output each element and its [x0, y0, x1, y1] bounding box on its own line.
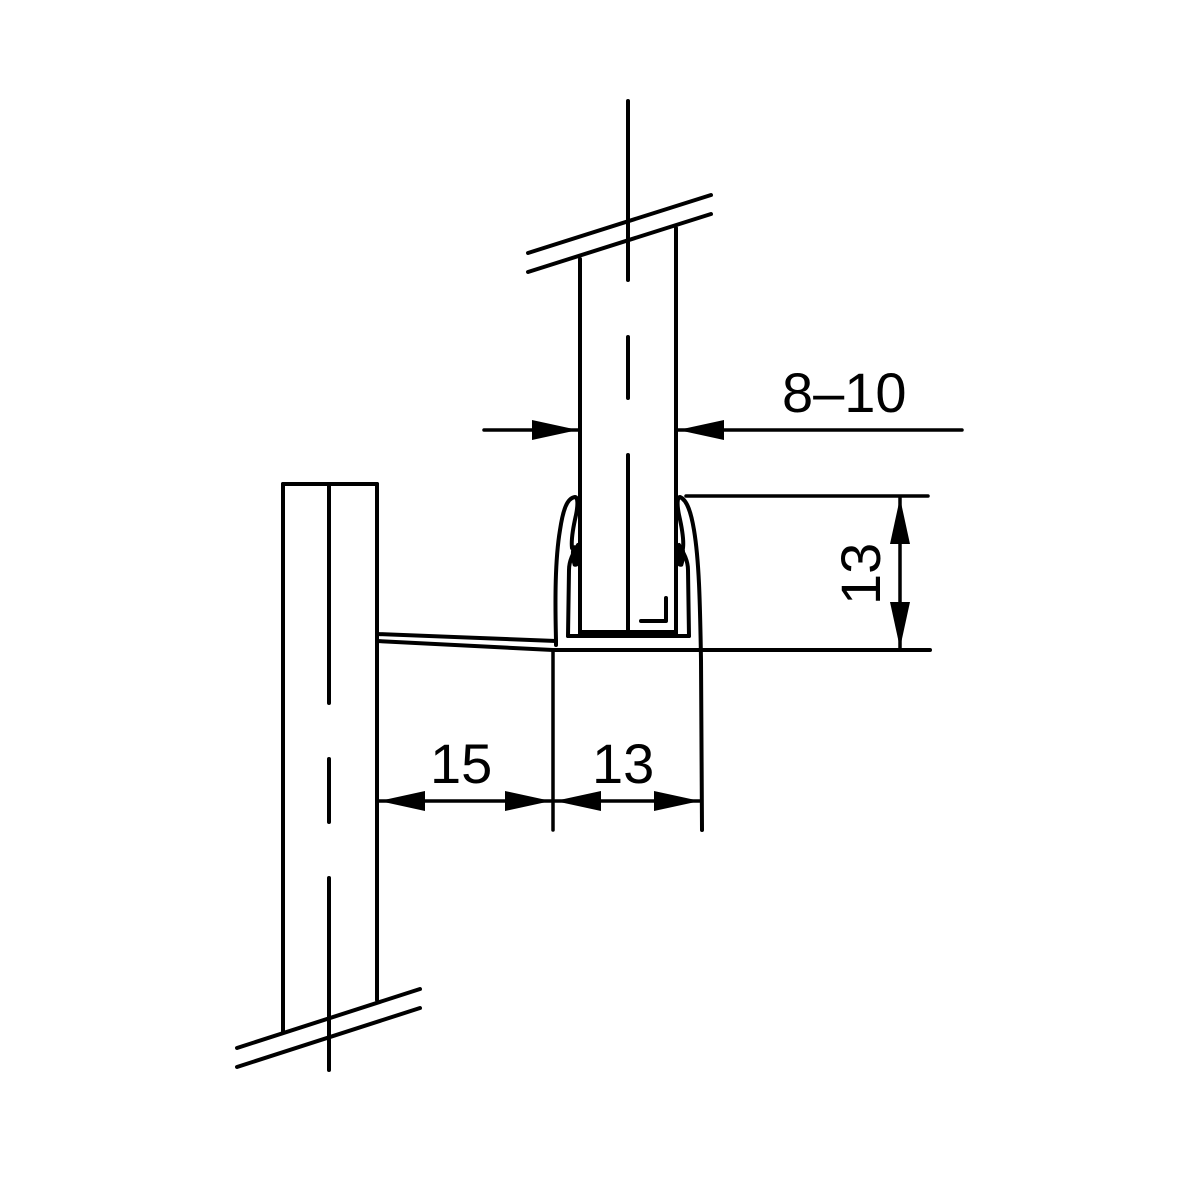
profile-outer-left [553, 495, 580, 647]
arrow-left-icon [555, 791, 601, 811]
dimension-profile-height: 13 [684, 494, 930, 650]
arrow-right-icon [532, 420, 578, 440]
dimension-glass-thickness: 8–10 [482, 361, 964, 440]
arrow-right-icon [505, 791, 551, 811]
arrow-up-icon [890, 498, 910, 544]
dim-label-fin-gap: 15 [430, 732, 492, 795]
right-lip-bulb [674, 545, 686, 567]
left-wall-panel [235, 482, 422, 1072]
arrow-right-icon [654, 791, 700, 811]
arrow-down-icon [890, 602, 910, 648]
break-line-bottom-2 [235, 1006, 422, 1069]
break-line-bottom-1 [235, 987, 422, 1050]
break-line-top-2 [526, 212, 713, 274]
break-line-top-1 [526, 193, 713, 255]
profile-outer-right [675, 495, 704, 832]
upper-glass-panel [526, 99, 713, 636]
arrow-left-icon [379, 791, 425, 811]
corner-mark [639, 596, 668, 623]
dim-label-profile-width: 13 [592, 732, 654, 795]
u-profile-seal [375, 495, 932, 832]
fin-top-edge [375, 632, 558, 643]
dim-label-glass-thickness: 8–10 [782, 361, 907, 424]
left-lip-bulb [570, 545, 582, 567]
dimension-bottom: 15 13 [377, 650, 702, 832]
arrow-left-icon [678, 420, 724, 440]
fin-bottom-edge [375, 639, 555, 652]
dim-label-profile-height: 13 [829, 543, 892, 605]
